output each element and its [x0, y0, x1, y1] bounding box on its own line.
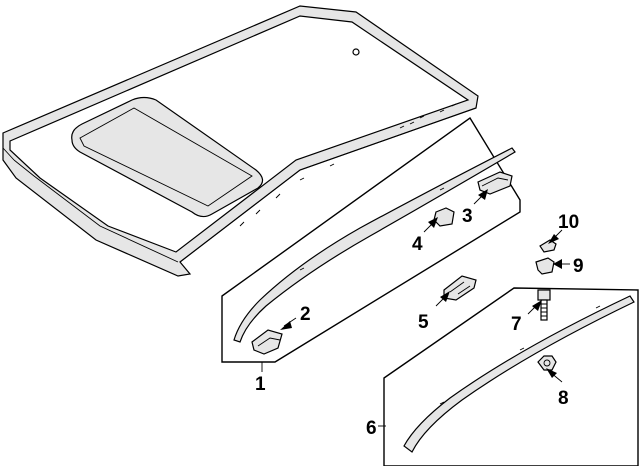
- part-7-bolt: [537, 289, 551, 321]
- part-3-end-cap: [477, 171, 513, 195]
- group-box-6: [383, 287, 639, 466]
- callout-7: 7: [511, 314, 522, 335]
- callout-2: 2: [300, 304, 311, 325]
- part-4-clip: [433, 207, 455, 227]
- group-box-1: [221, 116, 521, 363]
- callout-6: 6: [366, 418, 377, 439]
- part-5-bracket: [443, 275, 477, 301]
- roof-panel: [2, 5, 479, 277]
- callout-8: 8: [558, 388, 569, 409]
- part-10-clip: [539, 239, 557, 253]
- callout-10: 10: [558, 212, 579, 233]
- callout-leaders: [261, 189, 570, 427]
- callout-9: 9: [573, 256, 584, 277]
- roof-rail-left: [233, 147, 516, 343]
- sunroof-opening: [71, 96, 264, 218]
- part-9-clip: [535, 257, 555, 275]
- part-2-bracket: [251, 329, 283, 355]
- part-8-nut: [537, 355, 557, 371]
- callout-4: 4: [412, 234, 423, 255]
- roof-rail-right: [403, 295, 635, 453]
- callout-5: 5: [418, 312, 429, 333]
- callout-1: 1: [255, 374, 266, 395]
- callout-3: 3: [462, 206, 473, 227]
